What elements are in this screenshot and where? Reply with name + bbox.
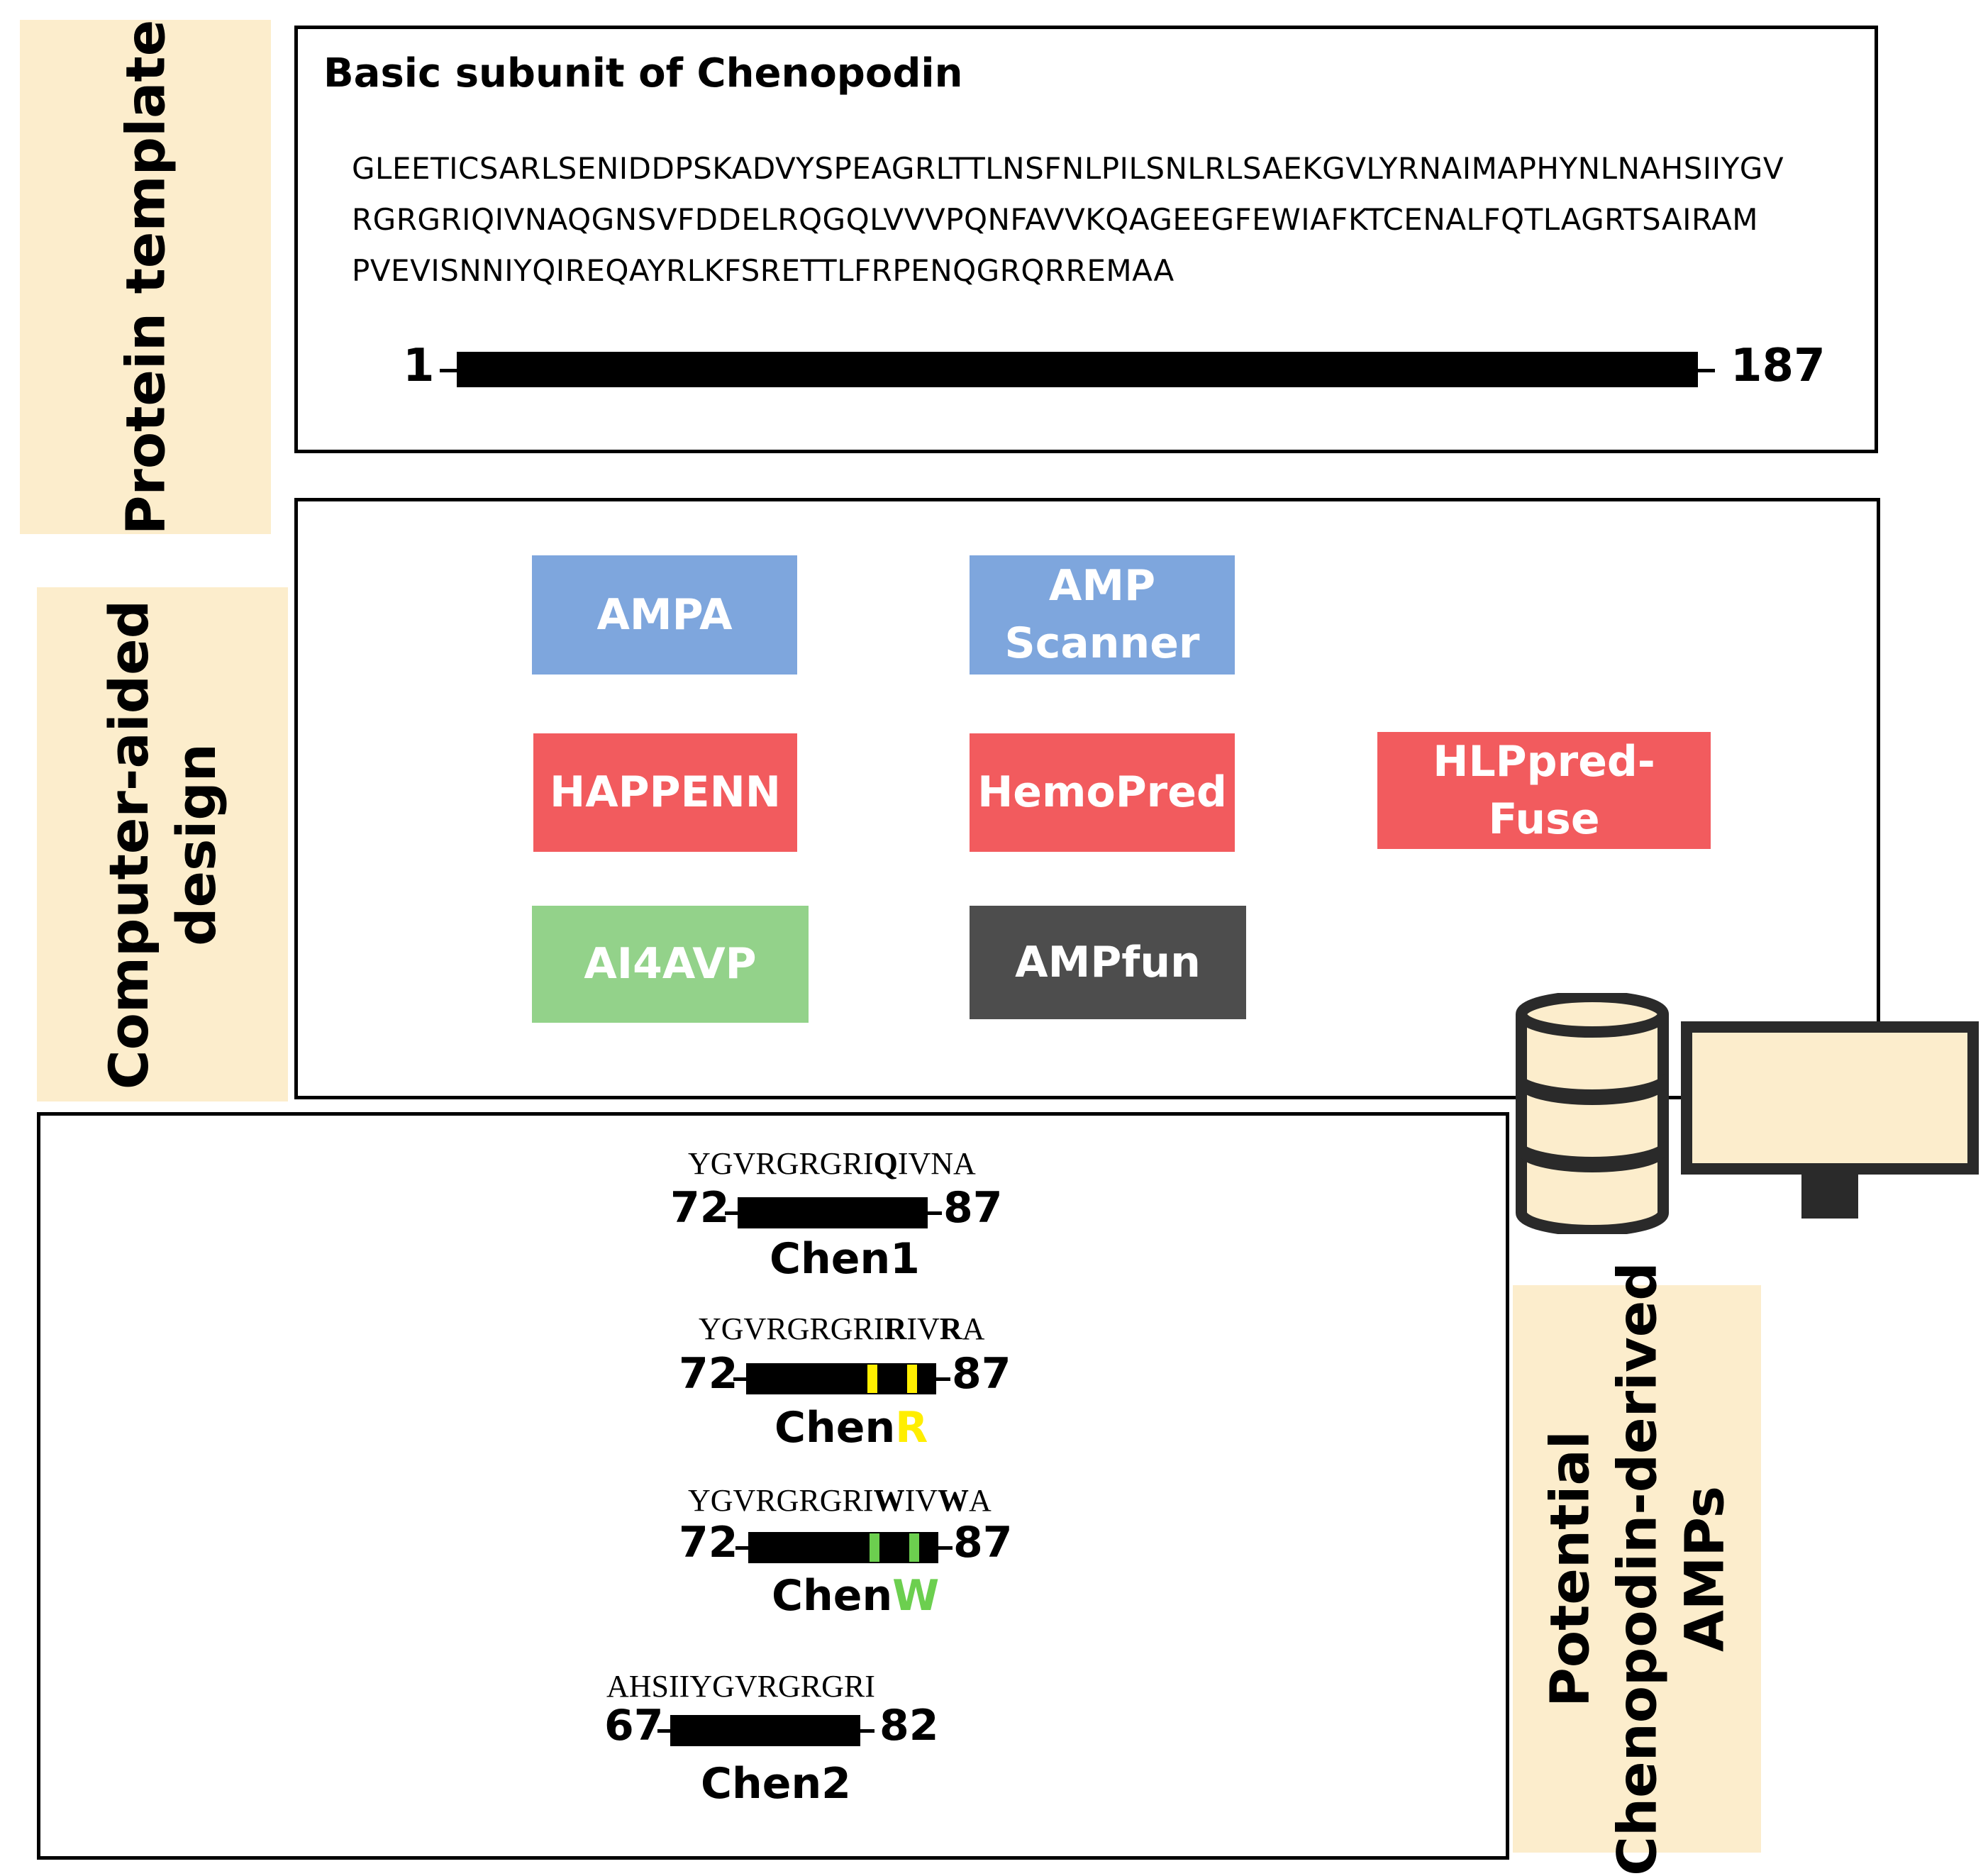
peptide-name-base: Chen [772, 1571, 893, 1621]
peptide-sequence: AHSIIYGVRGRGRI [606, 1668, 875, 1704]
sequence-segment: AHSIIYGVRGRGRI [606, 1669, 875, 1704]
amps-side-label: Potential Chenopodin-derived AMPs [1536, 1262, 1738, 1875]
sequence-segment: A [962, 1311, 985, 1346]
template-seq-line-2: RGRGRIQIVNAQGNSVFDDELRQGQLVVVPQNFAVVKQAG… [352, 202, 1758, 237]
peptide-start-number: 72 [679, 1518, 738, 1567]
tool-hlppred-fuse: HLPpred-Fuse [1377, 732, 1711, 849]
sequence-segment: IVNA [897, 1146, 976, 1181]
peptide-name-base: Chen1 [770, 1234, 920, 1284]
peptide-end-number: 82 [879, 1701, 939, 1750]
substitution-mark [909, 1533, 920, 1562]
template-bar-tick-left [440, 369, 458, 372]
template-side-label: Protein template [113, 19, 177, 535]
template-side-band: Protein template [20, 19, 271, 535]
peptide-start-number: 72 [670, 1183, 730, 1233]
template-start-number: 1 [403, 340, 435, 392]
template-seq-line-1: GLEETICSARLSENIDDPSKADVYSPEAGRLTTLNSFNLP… [352, 151, 1784, 186]
peptide-name: Chen1 [770, 1234, 920, 1284]
peptide-name-base: Chen2 [701, 1759, 851, 1809]
peptide-start-number: 67 [604, 1701, 664, 1750]
monitor-icon [1681, 1021, 1979, 1219]
peptide-bar [748, 1532, 938, 1563]
tool-happenn: HAPPENN [533, 733, 797, 852]
substitution-mark [907, 1365, 918, 1393]
peptide-start-number: 72 [679, 1349, 738, 1399]
sequence-segment: YGVRGRGRI [699, 1311, 884, 1346]
peptide-bar-tick-left [733, 1377, 748, 1381]
substituted-residue: R [884, 1311, 907, 1346]
substituted-residue: W [938, 1483, 970, 1518]
substitution-mark [869, 1533, 879, 1562]
tool-ampa: AMPA [532, 555, 797, 675]
peptide-name: ChenW [772, 1571, 939, 1621]
peptide-name-base: Chen [774, 1403, 896, 1453]
amps-side-label-line2: Chenopodin-derived [1605, 1262, 1669, 1876]
sequence-segment: IV [904, 1483, 938, 1518]
peptide-bar [738, 1197, 928, 1228]
substitution-mark [867, 1365, 877, 1393]
template-bar-tick-right [1697, 369, 1715, 372]
peptide-sequence: YGVRGRGRIQIVNA [688, 1145, 976, 1182]
substituted-residue: R [939, 1311, 962, 1346]
template-heading: Basic subunit of Chenopodin [323, 50, 963, 96]
sequence-segment: YGVRGRGRI [688, 1483, 874, 1518]
peptide-bar-tick-right [860, 1729, 874, 1733]
peptide-end-number: 87 [952, 1349, 1011, 1399]
amps-side-label-line3: AMPs [1672, 1485, 1736, 1653]
peptide-bar-tick-left [657, 1729, 672, 1733]
sequence-segment: YGVRGRGRI [688, 1146, 874, 1181]
peptide-bar-tick-right [928, 1211, 942, 1215]
peptide-name-suffix: W [892, 1571, 940, 1621]
template-end-number: 187 [1731, 340, 1826, 392]
peptide-end-number: 87 [953, 1518, 1013, 1567]
design-side-label-line1: Computer-aided [97, 599, 160, 1089]
tool-amp-scanner: AMP Scanner [970, 555, 1235, 675]
peptide-bar-tick-left [735, 1546, 750, 1550]
amps-side-band: Potential Chenopodin-derived AMPs [1513, 1262, 1761, 1876]
peptide-name: ChenR [774, 1403, 928, 1453]
tool-ai4avp: AI4AVP [532, 906, 809, 1023]
peptide-sequence: YGVRGRGRIWIVWA [688, 1482, 992, 1519]
design-side-band: Computer-aided design [37, 587, 288, 1101]
design-side-label: Computer-aided design [95, 599, 230, 1089]
template-box: Basic subunit of Chenopodin GLEETICSARLS… [294, 26, 1878, 453]
peptide-name-suffix: R [895, 1403, 928, 1453]
design-box: AMPA AMP Scanner HAPPENN HemoPred HLPpre… [294, 498, 1880, 1099]
template-seq-line-3: PVEVISNNIYQIREQAYRLKFSRETTLFRPENQGRQRREM… [352, 253, 1175, 288]
peptide-end-number: 87 [943, 1183, 1003, 1233]
tool-ampfun: AMPfun [970, 906, 1246, 1019]
template-protein-bar [457, 352, 1698, 387]
amps-side-label-line1: Potential [1538, 1431, 1601, 1707]
database-icon [1516, 993, 1669, 1234]
design-side-label-line2: design [165, 743, 228, 946]
peptide-bar-tick-left [725, 1211, 739, 1215]
peptide-sequence: YGVRGRGRIRIVRA [699, 1311, 984, 1347]
peptide-bar-tick-right [936, 1377, 950, 1381]
sequence-segment: IV [906, 1311, 940, 1346]
peptide-bar-tick-right [938, 1546, 953, 1550]
sequence-segment: A [969, 1483, 992, 1518]
tool-hemopred: HemoPred [970, 733, 1235, 852]
substituted-residue: Q [873, 1146, 898, 1181]
peptide-bar [670, 1715, 860, 1746]
peptide-bar [746, 1363, 936, 1394]
substituted-residue: W [873, 1483, 905, 1518]
peptide-name: Chen2 [701, 1759, 851, 1809]
